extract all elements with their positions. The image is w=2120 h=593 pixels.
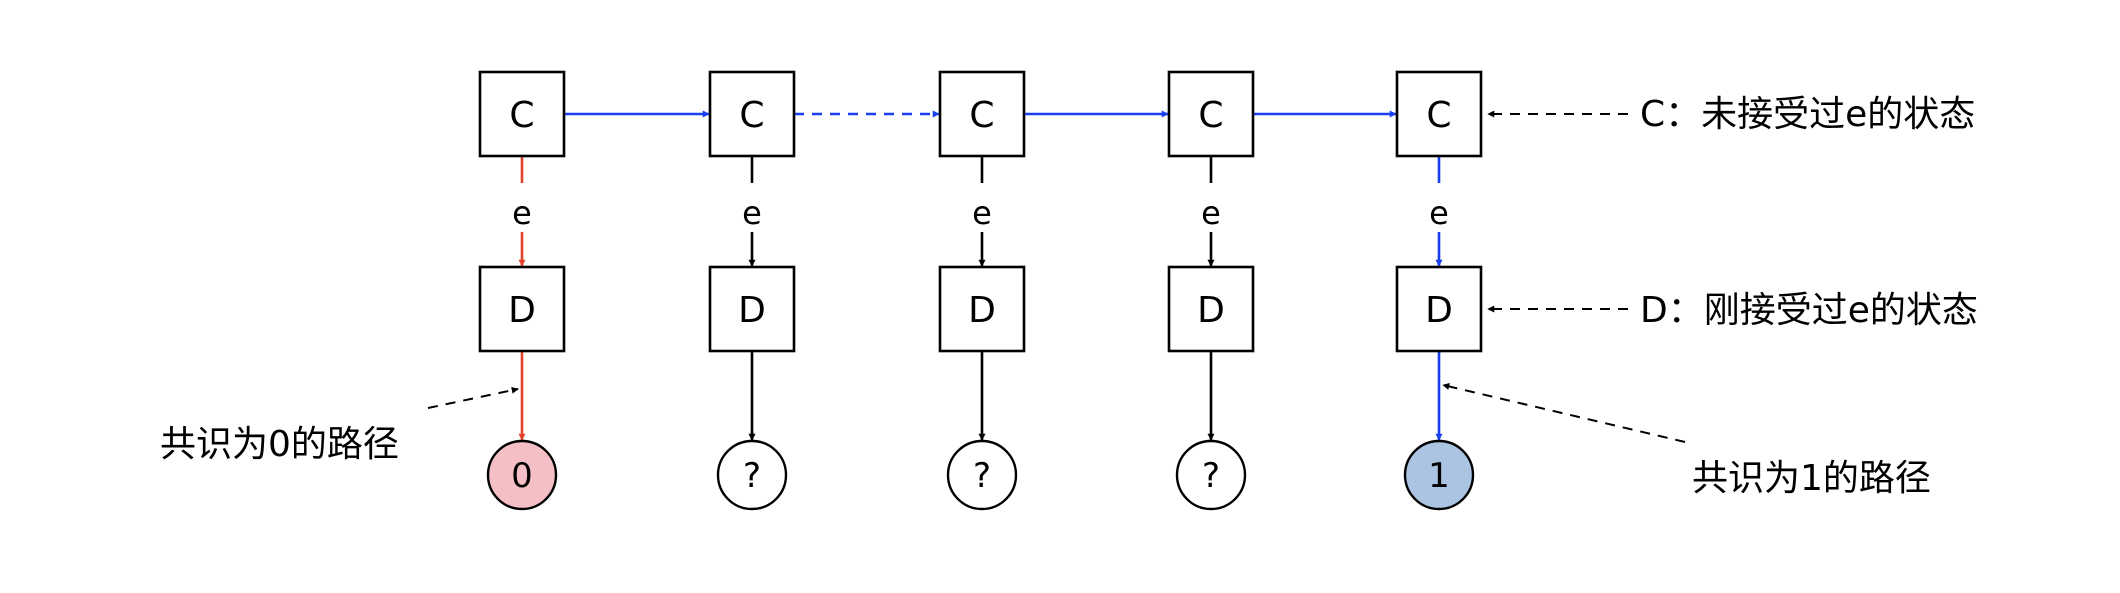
state-c-box-4: [1167, 70, 1255, 158]
state-d-box-5: [1395, 265, 1483, 353]
state-c-box-2: [708, 70, 796, 158]
state-d-label-2: D: [738, 290, 766, 331]
state-c-label-2: C: [739, 95, 764, 136]
result-circle-4: [1175, 439, 1247, 511]
state-d-label-3: D: [968, 290, 996, 331]
result-value-1: 0: [511, 456, 533, 496]
state-c-box-1: [478, 70, 566, 158]
edge-label-3: e: [972, 194, 992, 232]
edge-label-1: e: [512, 194, 532, 232]
result-circle-3: [946, 439, 1018, 511]
state-d-label-1: D: [508, 290, 536, 331]
path-zero-pointer: [427, 386, 519, 409]
annotation-layer: C：未接受过e的状态 D：刚接受过e的状态 共识为0的路径 共识为1的路径: [160, 94, 1978, 499]
result-value-3: ?: [973, 456, 991, 496]
state-d-box-1: [478, 265, 566, 353]
state-c-label-4: C: [1198, 95, 1223, 136]
edge-label-5: e: [1429, 194, 1449, 232]
state-d-label-4: D: [1197, 290, 1225, 331]
state-d-box-3: [938, 265, 1026, 353]
nodes-layer: e C D 0 e C D? e C D? e C D? e C D 1: [478, 70, 1483, 511]
path-one-annotation: 共识为1的路径: [1692, 458, 1931, 499]
result-value-4: ?: [1202, 456, 1220, 496]
state-d-box-4: [1167, 265, 1255, 353]
path-one-pointer: [1442, 383, 1686, 443]
result-circle-1: [486, 439, 558, 511]
result-value-2: ?: [743, 456, 761, 496]
state-c-label-1: C: [509, 95, 534, 136]
edge-label-4: e: [1201, 194, 1221, 232]
path-zero-annotation: 共识为0的路径: [160, 424, 399, 465]
links-layer: [518, 110, 1443, 441]
state-d-box-2: [708, 265, 796, 353]
result-circle-5: [1403, 439, 1475, 511]
c-state-annotation: C：未接受过e的状态: [1640, 94, 1975, 135]
result-circle-2: [716, 439, 788, 511]
edge-label-2: e: [742, 194, 762, 232]
state-c-box-3: [938, 70, 1026, 158]
state-c-box-5: [1395, 70, 1483, 158]
state-c-label-3: C: [969, 95, 994, 136]
result-value-5: 1: [1428, 456, 1450, 496]
d-state-annotation: D：刚接受过e的状态: [1640, 290, 1978, 331]
state-d-label-5: D: [1425, 290, 1453, 331]
state-c-label-5: C: [1426, 95, 1451, 136]
